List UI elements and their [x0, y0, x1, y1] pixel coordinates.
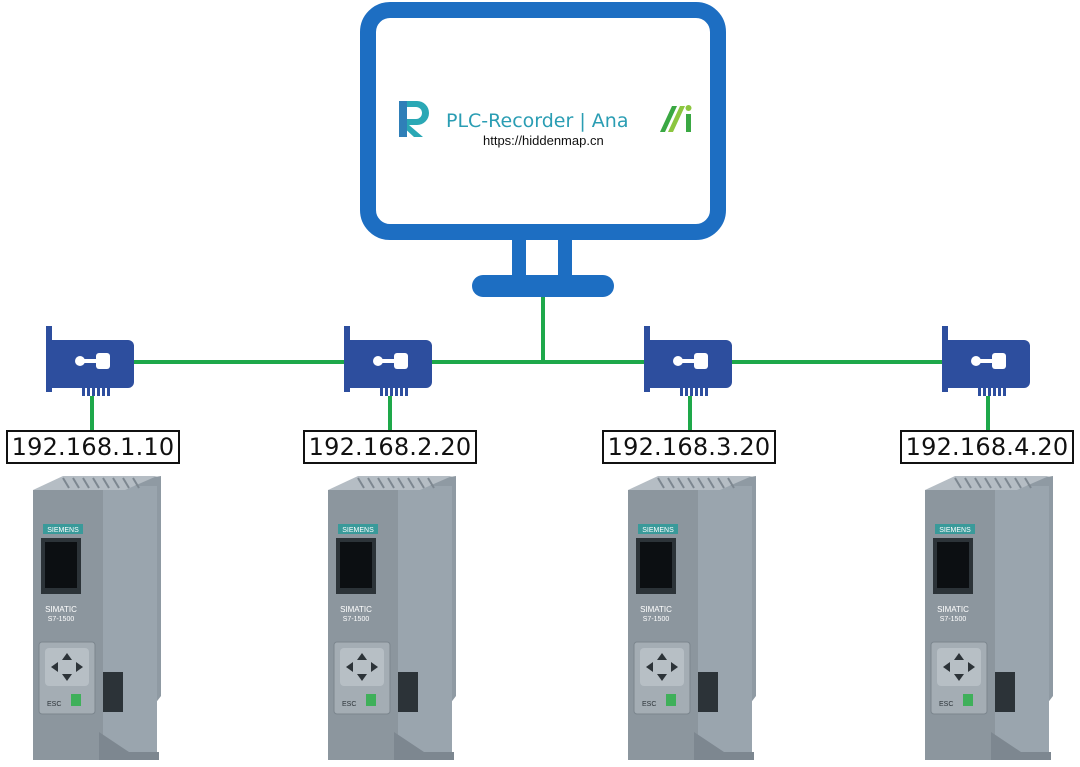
- network-card-icon: [942, 326, 1030, 396]
- monitor-stand: [472, 275, 614, 297]
- plc-brand-label: SIEMENS: [342, 527, 374, 534]
- monitor-neck-right: [558, 236, 572, 280]
- plc-series-label: S7-1500: [343, 616, 370, 623]
- plc-model-label: SIMATIC: [937, 605, 969, 614]
- network-card-icon: [644, 326, 732, 396]
- plc-series-label: S7-1500: [643, 616, 670, 623]
- app-url-label: https://hiddenmap.cn: [483, 133, 604, 148]
- plc-model-label: SIMATIC: [340, 605, 372, 614]
- ip-label-node-2: 192.168.2.20: [303, 430, 477, 464]
- monitor-neck-left: [512, 236, 526, 280]
- plc-brand-label: SIEMENS: [47, 527, 79, 534]
- plc-model-label: SIMATIC: [640, 605, 672, 614]
- plc-brand-label: SIEMENS: [939, 527, 971, 534]
- app-name-label: PLC-Recorder | Ana: [446, 110, 629, 132]
- esc-key-label: ESC: [342, 701, 356, 708]
- recorder-logo-icon: [399, 101, 429, 137]
- esc-key-label: ESC: [47, 701, 61, 708]
- plc-brand-label: SIEMENS: [642, 527, 674, 534]
- ip-label-node-3: 192.168.3.20: [602, 430, 776, 464]
- plc-series-label: S7-1500: [940, 616, 967, 623]
- network-card-icon: [344, 326, 432, 396]
- network-card-icon: [46, 326, 134, 396]
- monitor: [360, 2, 726, 297]
- esc-key-label: ESC: [642, 701, 656, 708]
- ip-label-node-4: 192.168.4.20: [900, 430, 1074, 464]
- esc-key-label: ESC: [939, 701, 953, 708]
- ai-logo-icon: [660, 105, 692, 132]
- ip-label-node-1: 192.168.1.10: [6, 430, 180, 464]
- plc-series-label: S7-1500: [48, 616, 75, 623]
- monitor-frame: [360, 2, 726, 240]
- network-lines: [90, 296, 990, 430]
- plc-model-label: SIMATIC: [45, 605, 77, 614]
